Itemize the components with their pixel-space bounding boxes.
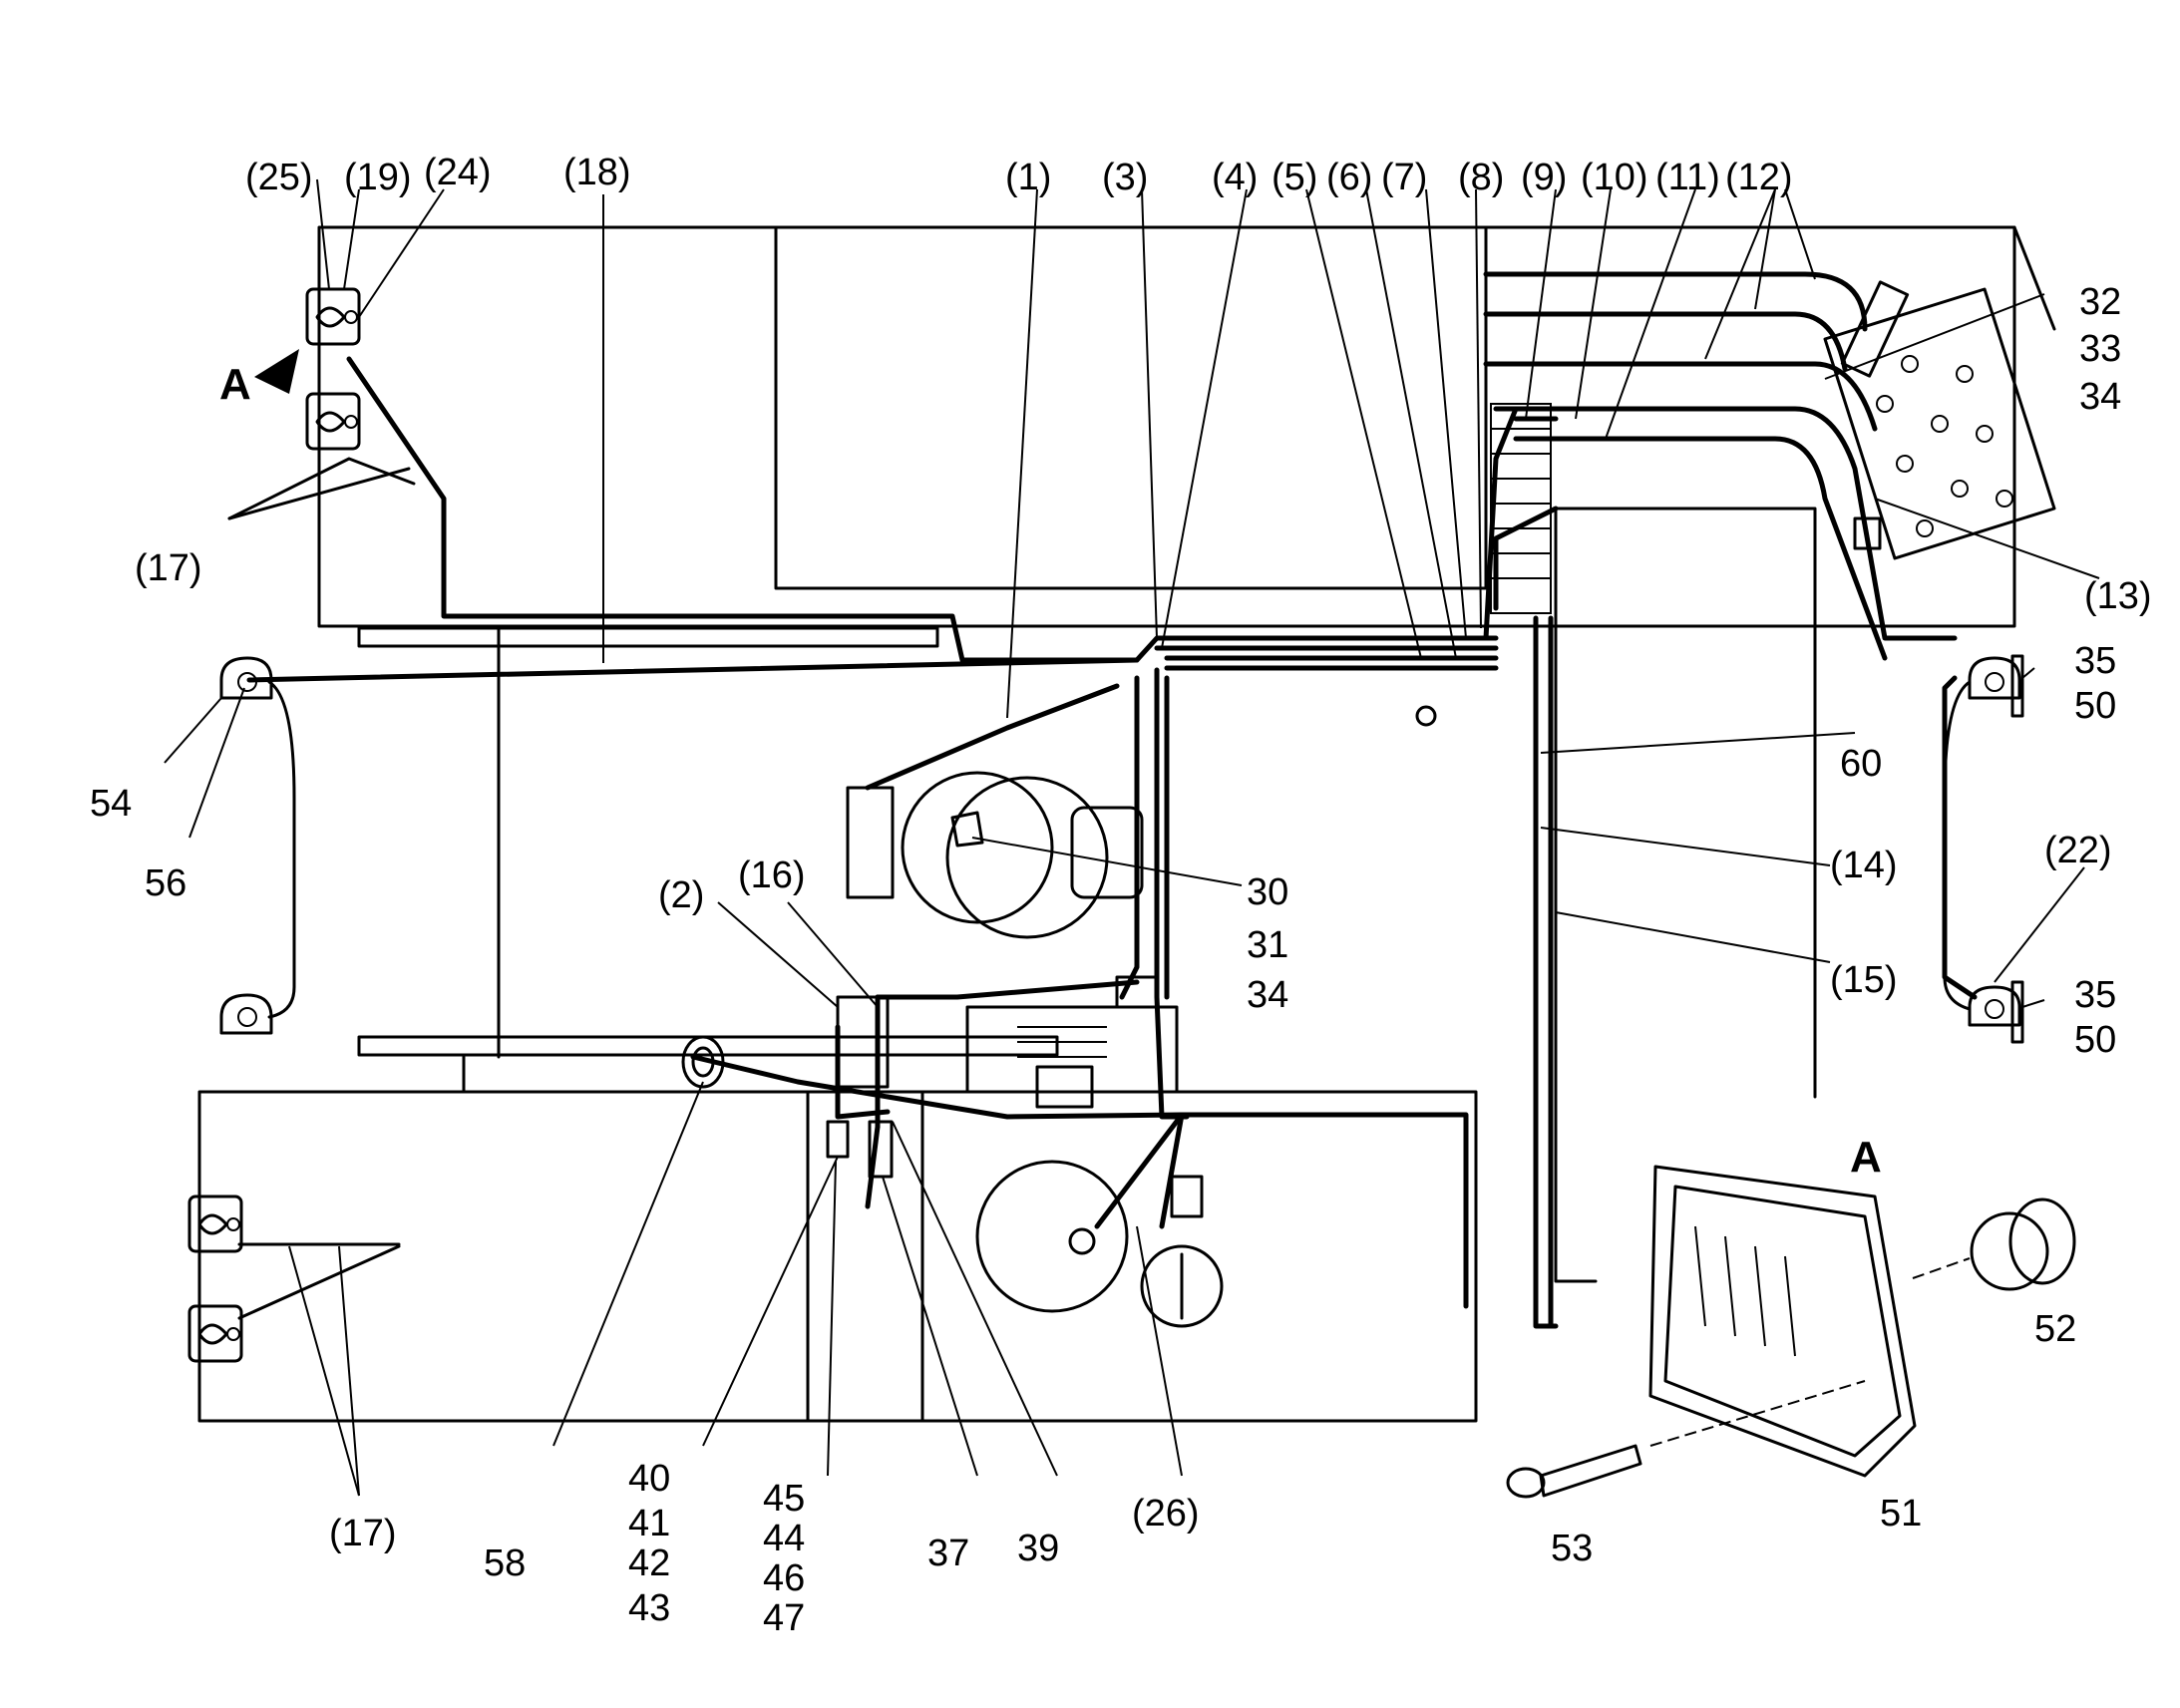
label-58: 58 bbox=[484, 1542, 526, 1584]
headlamp-assembly bbox=[1648, 1165, 1917, 1478]
leader-lines bbox=[164, 178, 2100, 1497]
label-16: (16) bbox=[738, 854, 806, 896]
label-32: 32 bbox=[2079, 281, 2121, 323]
label-47: 47 bbox=[763, 1597, 805, 1639]
label-19: (19) bbox=[344, 157, 412, 198]
label-5: (5) bbox=[1272, 157, 1317, 198]
label-46: 46 bbox=[763, 1557, 805, 1599]
label-51: 51 bbox=[1880, 1493, 1922, 1535]
label-14: (14) bbox=[1830, 845, 1898, 886]
switch-group bbox=[826, 1120, 894, 1179]
screw-icon bbox=[1506, 1380, 1866, 1499]
harness-left-loop bbox=[267, 680, 296, 1019]
label-8: (8) bbox=[1458, 157, 1504, 198]
label-4: (4) bbox=[1212, 157, 1258, 198]
view-a-detail-label: A bbox=[1850, 1133, 1882, 1182]
labels: (25) (19) (24) (18) (1) (3) (4) (5) (6) … bbox=[90, 152, 2152, 1639]
label-52: 52 bbox=[2034, 1308, 2076, 1350]
side-light-right-lower bbox=[1968, 980, 2024, 1044]
fuse-block bbox=[1490, 403, 1552, 614]
label-18: (18) bbox=[563, 152, 631, 193]
work-light-lower-1 bbox=[187, 1195, 243, 1253]
motor-block bbox=[836, 975, 1179, 1109]
label-41: 41 bbox=[628, 1503, 670, 1544]
label-53: 53 bbox=[1551, 1528, 1593, 1569]
work-light-upper-1 bbox=[305, 287, 361, 346]
label-17-lower: (17) bbox=[329, 1513, 397, 1554]
harness-right-loop bbox=[1943, 680, 1972, 1011]
label-45: 45 bbox=[763, 1478, 805, 1520]
label-6: (6) bbox=[1326, 157, 1372, 198]
label-10: (10) bbox=[1581, 157, 1648, 198]
label-43: 43 bbox=[628, 1587, 670, 1629]
label-56: 56 bbox=[145, 862, 186, 904]
label-50-upper: 50 bbox=[2074, 685, 2116, 727]
label-3: (3) bbox=[1102, 157, 1148, 198]
label-44: 44 bbox=[763, 1518, 805, 1559]
label-7: (7) bbox=[1381, 157, 1427, 198]
view-a-arrow bbox=[254, 349, 299, 394]
label-37: 37 bbox=[927, 1533, 969, 1574]
label-22: (22) bbox=[2044, 830, 2112, 871]
label-13: (13) bbox=[2084, 575, 2152, 617]
rear-light-panel bbox=[1823, 280, 2056, 560]
side-light-left-lower bbox=[219, 993, 273, 1035]
label-31: 31 bbox=[1247, 924, 1288, 966]
label-50-lower: 50 bbox=[2074, 1019, 2116, 1061]
leader-17-upper-b bbox=[227, 467, 411, 520]
side-light-left-upper bbox=[219, 656, 273, 700]
label-26: (26) bbox=[1132, 1493, 1200, 1535]
harness-upper-right bbox=[1483, 271, 1978, 1000]
sender-unit bbox=[1140, 1175, 1224, 1328]
work-light-upper-2 bbox=[305, 392, 361, 451]
work-light-lower-2 bbox=[187, 1304, 243, 1363]
ground-point bbox=[1415, 705, 1437, 727]
label-30: 30 bbox=[1247, 871, 1288, 913]
harness-main bbox=[246, 356, 1559, 1329]
fuel-tank bbox=[975, 1160, 1129, 1313]
label-35-lower: 35 bbox=[2074, 974, 2116, 1016]
label-24: (24) bbox=[424, 152, 492, 193]
label-15: (15) bbox=[1830, 959, 1898, 1001]
label-39: 39 bbox=[1017, 1528, 1059, 1569]
leader-17-upper bbox=[227, 457, 416, 520]
label-12: (12) bbox=[1725, 157, 1793, 198]
label-54: 54 bbox=[90, 783, 132, 825]
harness-lower-left-b bbox=[237, 1244, 401, 1320]
label-40: 40 bbox=[628, 1458, 670, 1500]
grommet bbox=[681, 1035, 725, 1089]
label-17-upper: (17) bbox=[135, 547, 202, 589]
reservoir-group bbox=[846, 771, 1144, 939]
label-34-upper: 34 bbox=[2079, 376, 2121, 418]
label-34: 34 bbox=[1247, 974, 1288, 1016]
label-11: (11) bbox=[1655, 157, 1720, 198]
label-1: (1) bbox=[1005, 157, 1051, 198]
side-light-right-upper bbox=[1968, 654, 2024, 718]
label-9: (9) bbox=[1521, 157, 1567, 198]
label-42: 42 bbox=[628, 1542, 670, 1584]
label-25: (25) bbox=[245, 157, 313, 198]
label-35-upper: 35 bbox=[2074, 640, 2116, 682]
bulb-icon bbox=[1912, 1197, 2076, 1291]
label-33: 33 bbox=[2079, 328, 2121, 370]
view-a-label: A bbox=[219, 360, 251, 409]
label-2: (2) bbox=[658, 874, 704, 916]
label-60: 60 bbox=[1840, 743, 1882, 785]
